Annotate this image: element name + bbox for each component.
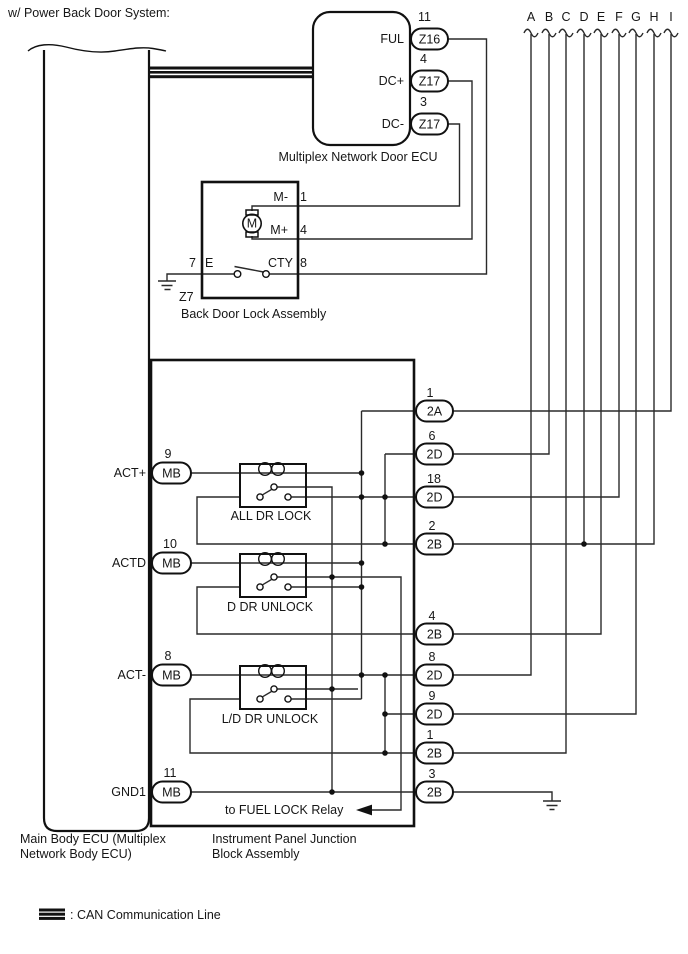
pin-number: 3 bbox=[420, 95, 427, 109]
pin-label: ACTD bbox=[112, 556, 146, 570]
connector-label: 2D bbox=[427, 669, 443, 683]
pin-number: 6 bbox=[429, 429, 436, 443]
pin-number: 4 bbox=[420, 52, 427, 66]
relay-label: ALL DR LOCK bbox=[231, 509, 312, 523]
component-captions: Main Body ECU (Multiplex Network Body EC… bbox=[20, 832, 357, 861]
branch-letter: A bbox=[527, 10, 536, 24]
pin-number: 18 bbox=[427, 472, 441, 486]
junction-block-connectors: 2A 2D 2D 2B 2B 2D 2D 2B 2B 1 6 18 2 4 8 … bbox=[415, 386, 454, 804]
can-legend-label: : CAN Communication Line bbox=[70, 908, 221, 922]
can-line-icon bbox=[39, 908, 65, 920]
lock-assembly-box bbox=[200, 180, 300, 300]
pin-number: 9 bbox=[429, 689, 436, 703]
connector-label: 2B bbox=[427, 747, 442, 761]
pin-number: 4 bbox=[300, 223, 307, 237]
connector-label: 2D bbox=[427, 491, 443, 505]
lock-assembly-pins: M- 1 M+ 4 CTY 8 E 7 Z7 bbox=[179, 190, 307, 304]
pin-label: ACT- bbox=[118, 668, 146, 682]
branch-letter: G bbox=[631, 10, 641, 24]
connector-label: MB bbox=[162, 467, 181, 481]
pin-label: DC+ bbox=[379, 74, 404, 88]
pin-label: ACT+ bbox=[114, 466, 146, 480]
can-bus-line bbox=[150, 66, 314, 79]
mb-connectors: MB MB MB MB 9 10 8 11 ACT+ ACTD ACT- GND… bbox=[111, 447, 192, 804]
branch-letter: C bbox=[561, 10, 570, 24]
pin-number: 4 bbox=[429, 609, 436, 623]
pin-label: M+ bbox=[270, 223, 288, 237]
ground-icon-z7 bbox=[158, 280, 176, 291]
relay-all-dr-lock: ALL DR LOCK bbox=[231, 462, 312, 523]
pin-label: DC- bbox=[382, 117, 404, 131]
connector-label: MB bbox=[162, 786, 181, 800]
main-body-ecu-label-1: Main Body ECU (Multiplex bbox=[20, 832, 167, 846]
branch-letters: A B C D E F G H I bbox=[523, 10, 679, 38]
pin-number: 2 bbox=[429, 519, 436, 533]
page-title: w/ Power Back Door System: bbox=[7, 6, 170, 20]
door-ecu-label: Multiplex Network Door ECU bbox=[278, 150, 437, 164]
pin-label: M- bbox=[273, 190, 288, 204]
connector-label: Z16 bbox=[419, 33, 441, 47]
connector-label: 2B bbox=[427, 628, 442, 642]
junction-block-box bbox=[149, 358, 416, 828]
pin-label: CTY bbox=[268, 256, 294, 270]
ground-icon-2b3 bbox=[543, 800, 561, 811]
break-wave bbox=[27, 43, 167, 53]
pin-number: 3 bbox=[429, 767, 436, 781]
lock-switch-icon bbox=[233, 270, 271, 279]
pin-number: 7 bbox=[189, 256, 196, 270]
pin-number: 9 bbox=[165, 447, 172, 461]
junction-block-label-1: Instrument Panel Junction bbox=[212, 832, 357, 846]
connector-label: 2B bbox=[427, 538, 442, 552]
fuel-lock-arrow: to FUEL LOCK Relay bbox=[225, 803, 372, 817]
motor-label: M bbox=[247, 217, 257, 231]
break-tildes bbox=[523, 28, 679, 38]
relay-label: L/D DR UNLOCK bbox=[222, 712, 319, 726]
pin-number: 8 bbox=[429, 650, 436, 664]
branch-letter: B bbox=[545, 10, 553, 24]
connector-label: 2B bbox=[427, 786, 442, 800]
pin-label: GND1 bbox=[111, 785, 146, 799]
pin-number: 1 bbox=[427, 728, 434, 742]
connector-label: 2D bbox=[427, 448, 443, 462]
pin-number: 1 bbox=[300, 190, 307, 204]
connector-label: 2D bbox=[427, 708, 443, 722]
branch-letter: I bbox=[669, 10, 672, 24]
relay-label: D DR UNLOCK bbox=[227, 600, 314, 614]
door-ecu-box bbox=[311, 10, 412, 147]
pin-number: 8 bbox=[300, 256, 307, 270]
relay-ld-dr-unlock: L/D DR UNLOCK bbox=[222, 664, 319, 726]
door-ecu-connectors: Z16 Z17 Z17 11 4 3 FUL DC+ DC- bbox=[379, 10, 449, 136]
pin-number: 10 bbox=[163, 537, 177, 551]
connector-label: 2A bbox=[427, 405, 443, 419]
pin-number: 11 bbox=[418, 10, 431, 24]
relay-d-dr-unlock: D DR UNLOCK bbox=[227, 552, 314, 614]
pin-label: FUL bbox=[380, 32, 404, 46]
can-legend: : CAN Communication Line bbox=[39, 908, 221, 922]
connector-label: Z17 bbox=[419, 118, 441, 132]
branch-letter: F bbox=[615, 10, 623, 24]
pin-label: E bbox=[205, 256, 213, 270]
branch-letter: E bbox=[597, 10, 605, 24]
main-body-ecu-box bbox=[27, 43, 167, 833]
connector-label: Z17 bbox=[419, 75, 441, 89]
connector-label: MB bbox=[162, 557, 181, 571]
branch-letter: H bbox=[649, 10, 658, 24]
junction-block-label-2: Block Assembly bbox=[212, 847, 300, 861]
pin-number: 8 bbox=[165, 649, 172, 663]
branch-letter: D bbox=[579, 10, 588, 24]
connector-label: MB bbox=[162, 669, 181, 683]
main-body-ecu-label-2: Network Body ECU) bbox=[20, 847, 132, 861]
pin-number: 1 bbox=[427, 386, 434, 400]
fuel-lock-note: to FUEL LOCK Relay bbox=[225, 803, 344, 817]
pin-number: 11 bbox=[164, 766, 177, 780]
lock-assembly-label: Back Door Lock Assembly bbox=[181, 307, 327, 321]
junction-dots bbox=[329, 470, 587, 795]
ground-connector-label: Z7 bbox=[179, 290, 194, 304]
motor-icon: M bbox=[242, 209, 263, 238]
